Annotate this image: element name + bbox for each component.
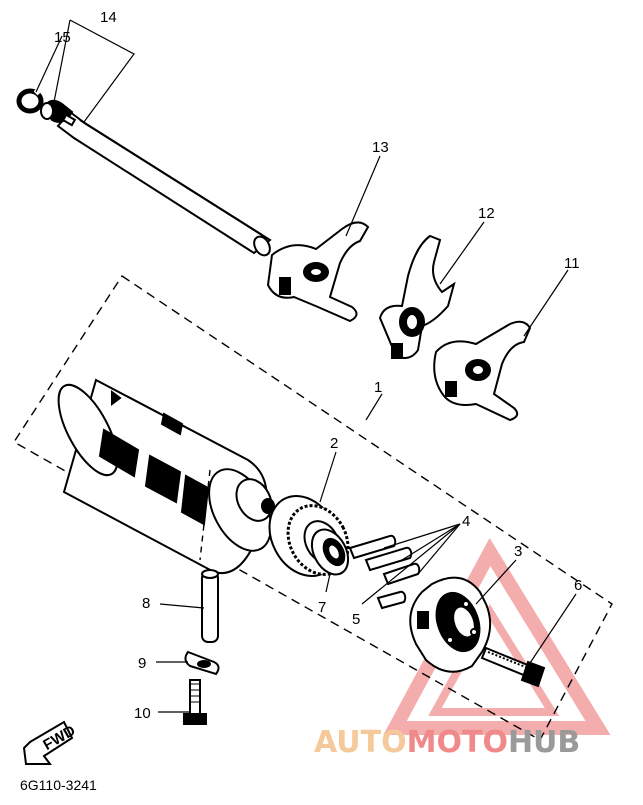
part-13-shift-fork [266,221,370,323]
callout-labels: 1 2 3 4 5 6 7 8 9 10 11 12 13 14 15 [54,9,582,722]
fwd-arrow-icon: FWD [22,720,79,765]
part-12-shift-fork [378,234,456,359]
callout-10: 10 [134,705,151,722]
assembly-boundary-dashed [13,275,613,741]
part-15-circlip [16,88,44,114]
part-8-dowel-pin [201,569,219,643]
part-10-screw [183,679,207,725]
watermark-text: AUTOMOTOHUB [314,725,580,760]
part-7-ring [310,528,350,576]
callout-3: 3 [514,543,522,560]
callout-2: 2 [330,435,338,452]
callout-13: 13 [372,139,389,156]
callout-15: 15 [54,29,71,46]
part-11-shift-fork [433,320,532,422]
callout-8: 8 [142,595,150,612]
callout-9: 9 [138,655,146,672]
part-1-shift-drum [57,378,275,575]
callout-5: 5 [352,611,360,628]
watermark-auto: AUTO [314,725,407,760]
watermark-hub: HUB [508,725,580,760]
callout-7: 7 [318,599,326,616]
drawing-code: 6G110-3241 [20,777,97,793]
part-14-shift-shaft [40,99,272,257]
watermark-moto: MOTO [407,725,508,760]
callout-12: 12 [478,205,495,222]
callout-4: 4 [462,513,470,530]
part-3-segment [409,576,492,673]
callout-1: 1 [374,379,382,396]
callout-14: 14 [100,9,117,26]
part-4-pins [348,534,421,610]
callout-11: 11 [564,255,580,272]
part-6-bolt [480,646,546,688]
leader-lines [35,19,577,713]
callout-6: 6 [574,577,582,594]
part-9-stopper-plate [184,650,220,676]
